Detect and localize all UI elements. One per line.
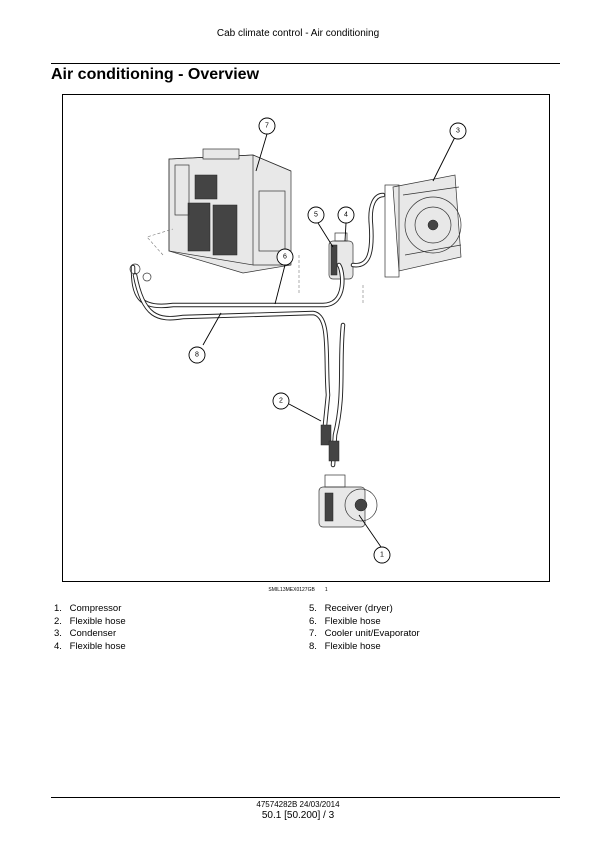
legend-left-column: 1. Compressor 2. Flexible hose 3. Conden… (54, 603, 126, 653)
leader-6 (274, 264, 286, 305)
condenser-illustration (384, 174, 462, 278)
running-header: Cab climate control - Air conditioning (216, 28, 380, 39)
legend-item: 4. Flexible hose (54, 640, 126, 652)
svg-text:7: 7 (265, 123, 269, 130)
leader-4 (344, 222, 347, 242)
figure-number: 1 (324, 587, 328, 593)
title-rule (51, 63, 560, 64)
callout-3: 3 (449, 122, 467, 140)
leader-2 (288, 403, 322, 422)
receiver-dryer-illustration (328, 232, 354, 280)
svg-text:8: 8 (195, 352, 199, 359)
hose-routing (129, 192, 386, 468)
footer-page-reference: 50.1 [50.200] / 3 (261, 810, 335, 821)
svg-text:6: 6 (283, 254, 287, 261)
callout-8: 8 (188, 346, 206, 364)
svg-text:3: 3 (456, 128, 460, 135)
callout-1: 1 (373, 546, 391, 564)
callout-6: 6 (276, 248, 294, 266)
ac-overview-figure: 7 3 5 4 6 8 2 1 (62, 94, 550, 582)
footer-rule (51, 797, 560, 798)
ac-system-illustration: 7 3 5 4 6 8 2 1 (129, 117, 467, 564)
callout-7: 7 (258, 117, 276, 135)
leader-3 (432, 136, 456, 182)
legend-item: 6. Flexible hose (309, 615, 381, 627)
leader-5 (317, 222, 334, 248)
evaporator-illustration (168, 148, 292, 274)
legend-item: 8. Flexible hose (309, 640, 381, 652)
leader-8 (202, 312, 222, 346)
svg-text:2: 2 (279, 398, 283, 405)
figure-code: SMIL13MEX0127GB (268, 587, 315, 593)
callout-5: 5 (307, 206, 325, 224)
legend-item: 7. Cooler unit/Evaporator (309, 628, 420, 640)
compressor-illustration (318, 474, 378, 528)
svg-text:1: 1 (380, 552, 384, 559)
callout-4: 4 (337, 206, 355, 224)
svg-text:4: 4 (344, 212, 348, 219)
callout-2: 2 (272, 392, 290, 410)
legend-right-column: 5. Receiver (dryer) 6. Flexible hose 7. … (309, 603, 420, 653)
page-title: Air conditioning - Overview (51, 66, 260, 83)
footer-document-id: 47574282B 24/03/2014 (256, 800, 340, 809)
leader-7 (255, 133, 268, 172)
legend-item: 1. Compressor (54, 603, 122, 614)
legend-item: 3. Condenser (54, 628, 117, 640)
leader-1 (358, 514, 382, 548)
figure-caption: SMIL13MEX0127GB 1 (0, 587, 596, 593)
legend-item: 2. Flexible hose (54, 615, 126, 627)
svg-text:5: 5 (314, 212, 318, 219)
legend-item: 5. Receiver (dryer) (309, 603, 393, 614)
